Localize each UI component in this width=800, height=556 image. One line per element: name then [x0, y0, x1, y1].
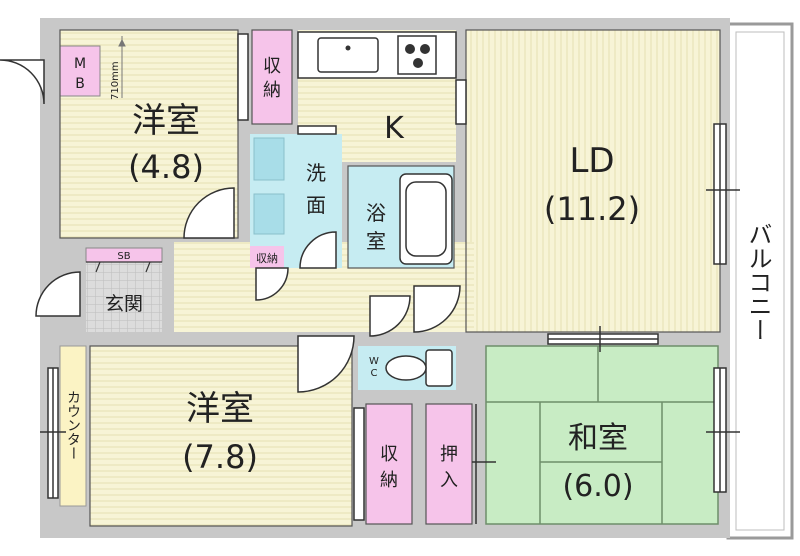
- small-closet-door: [255, 267, 289, 301]
- western-room-1-size: (4.8): [128, 148, 204, 186]
- oshiire-label-line1: 押: [440, 444, 458, 465]
- bathtub-icon: [399, 173, 453, 265]
- window-crossbars: [40, 124, 740, 524]
- entrance-door: [35, 271, 81, 317]
- mb-box: [59, 45, 101, 97]
- counter: [59, 345, 87, 507]
- western-room-2-size: (7.8): [182, 438, 258, 476]
- closet-1-label-line2: 納: [263, 80, 281, 101]
- ld-door: [413, 285, 461, 333]
- bath-label-line2: 室: [366, 229, 386, 253]
- balcony: [726, 22, 794, 540]
- room1-door: [183, 187, 235, 239]
- stove-icon: [397, 35, 437, 75]
- japanese-room-size: (6.0): [562, 469, 633, 504]
- partition-lines: [59, 29, 721, 527]
- closet-1-floor: [252, 30, 292, 124]
- closet-sliding-doors: [237, 33, 365, 521]
- kitchen-counter: [297, 31, 457, 79]
- balcony-label: バルコニー: [744, 222, 772, 342]
- washroom-door: [299, 231, 337, 269]
- bath-label-line1: 浴: [366, 201, 386, 225]
- entrance-name: 玄関: [105, 293, 143, 315]
- room2-door: [297, 335, 355, 393]
- ld-name: LD: [569, 141, 614, 181]
- sink-icon: [317, 37, 379, 73]
- wc-door: [369, 295, 411, 337]
- washroom-label-line2: 面: [306, 193, 326, 217]
- counter-label: カウンター: [65, 390, 81, 460]
- western-room-1-name: 洋室: [132, 101, 200, 141]
- ld-size: (11.2): [544, 190, 640, 228]
- mb-label-line1: M: [74, 56, 86, 72]
- entrance-floor: [86, 262, 162, 332]
- wash-basin-2: [253, 193, 285, 235]
- wc-label-line1: W: [369, 356, 379, 367]
- wc-label-line2: C: [371, 368, 378, 379]
- dimension-marker: [118, 36, 126, 98]
- oshiire-floor: [426, 404, 472, 524]
- small-closet-floor: [250, 246, 284, 268]
- doors: [0, 59, 461, 393]
- closet-2-label-line1: 収: [380, 444, 398, 465]
- oshiire-label-line2: 入: [440, 470, 458, 491]
- kitchen-name: K: [384, 111, 405, 146]
- toilet-icon: [385, 349, 453, 387]
- ld-floor: [466, 30, 720, 332]
- small-closet-label: 収納: [256, 252, 278, 265]
- dimension-label: 710mm: [110, 61, 121, 100]
- mb-label-line2: B: [75, 76, 85, 92]
- closet-2-floor: [366, 404, 412, 524]
- wash-basin-1: [253, 137, 285, 181]
- washroom-label-line1: 洗: [306, 161, 326, 185]
- closet-2-label-line2: 納: [380, 470, 398, 491]
- shoe-box-lines: [86, 261, 162, 273]
- closet-1-label-line1: 収: [263, 56, 281, 77]
- front-mb-door: [0, 59, 45, 105]
- japanese-room-name: 和室: [568, 421, 628, 456]
- japanese-room-tatami: [485, 345, 719, 525]
- shoe-box-label: SB: [117, 251, 130, 262]
- western-room-2-name: 洋室: [186, 389, 254, 429]
